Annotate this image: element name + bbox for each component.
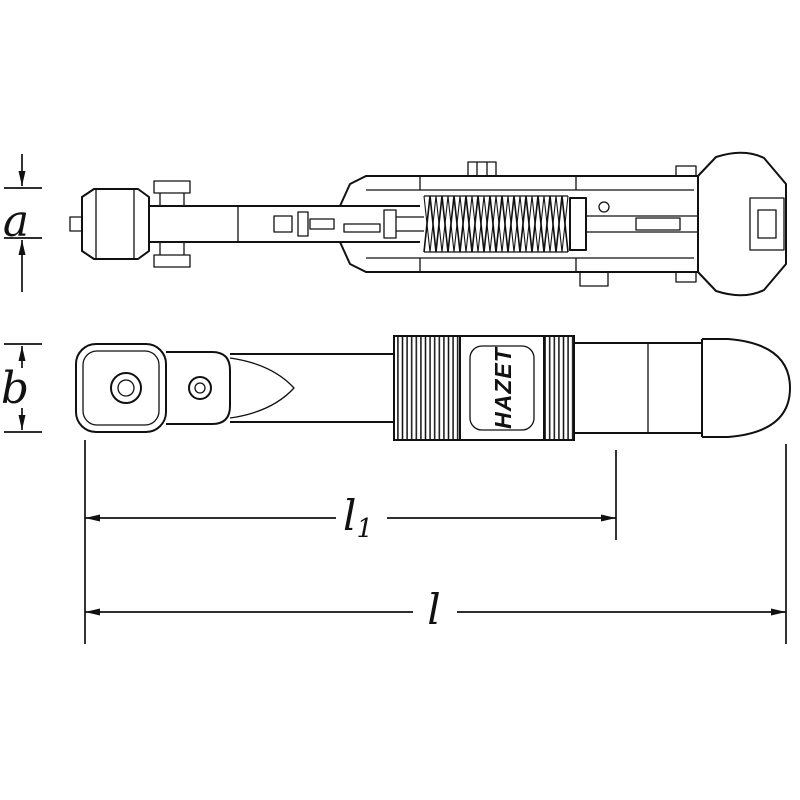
spring-coil bbox=[423, 195, 569, 253]
knurled-ring-2 bbox=[543, 335, 575, 441]
section-adjuster-nut bbox=[635, 217, 681, 231]
section-cap-knob-inner bbox=[757, 209, 777, 239]
pivot-hole-inner bbox=[194, 382, 206, 394]
collar-point bbox=[229, 357, 295, 419]
section-pivot-pin-bottom bbox=[153, 254, 191, 268]
cap-outline bbox=[702, 338, 791, 438]
head-chamfer bbox=[82, 350, 160, 426]
section-mechanism-block bbox=[273, 215, 293, 233]
dim-l1-label: l1 bbox=[343, 491, 373, 544]
head-outline bbox=[75, 343, 167, 433]
section-spring-seat bbox=[383, 209, 397, 239]
drive-hole-inner bbox=[117, 379, 135, 397]
dimension-a: a bbox=[3, 154, 42, 292]
cross-section-view bbox=[69, 151, 787, 297]
section-clip-top bbox=[467, 161, 497, 177]
dim-l-label: l bbox=[427, 585, 440, 634]
brand-label: HAZET bbox=[490, 346, 516, 429]
section-clip-top-right bbox=[675, 165, 697, 177]
section-spring-follower bbox=[569, 197, 587, 251]
section-mechanism-block bbox=[309, 218, 335, 230]
dim-a-label: a bbox=[3, 196, 29, 247]
section-housing-bottom bbox=[339, 241, 698, 273]
section-housing-top bbox=[339, 175, 698, 207]
drive-hole-outer bbox=[110, 372, 142, 404]
section-mechanism-block bbox=[297, 211, 309, 237]
length-dimensions: l1 l bbox=[84, 440, 787, 644]
exterior-view: HAZET bbox=[75, 335, 791, 441]
section-detent-ball bbox=[598, 201, 610, 213]
neck-outline bbox=[166, 351, 231, 425]
dimension-b: b bbox=[1, 343, 42, 433]
spring-coil-back bbox=[423, 195, 569, 253]
section-cap-outline bbox=[697, 151, 787, 297]
section-clip-bottom bbox=[579, 271, 609, 287]
dim-b-label: b bbox=[1, 363, 29, 414]
section-head-outline bbox=[81, 188, 150, 260]
pivot-hole-outer bbox=[188, 376, 212, 400]
brand-band-frame bbox=[469, 345, 535, 431]
section-cap-knob bbox=[749, 197, 785, 251]
section-drive-pin bbox=[69, 216, 83, 232]
section-pivot-pin-top bbox=[153, 180, 191, 194]
section-push-rod bbox=[343, 223, 381, 233]
knurled-ring-1 bbox=[393, 335, 461, 441]
section-clip-bottom-right bbox=[675, 271, 697, 283]
